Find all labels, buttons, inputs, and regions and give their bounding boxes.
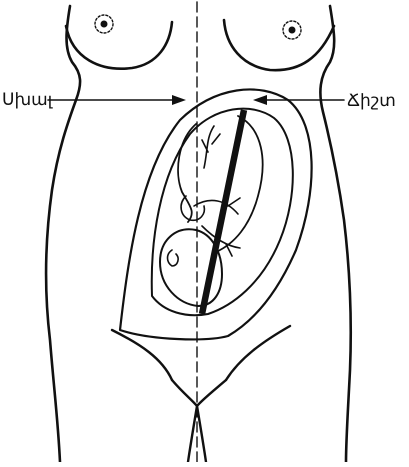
incorrect-label: Սխալ	[2, 91, 52, 108]
fetus-limb-middle	[194, 198, 240, 214]
pubic-contour	[172, 380, 226, 406]
right-pointer-arrowhead	[253, 95, 267, 105]
pelvic-fold-right	[226, 326, 290, 380]
left-pointer-arrowhead	[172, 95, 186, 105]
correct-label: Ճիշտ	[347, 92, 396, 109]
fetus-limb-upper	[202, 126, 220, 168]
fetus-ear	[168, 250, 179, 266]
right-breast	[224, 20, 334, 70]
fetus-arm	[181, 196, 204, 220]
left-breast	[66, 22, 172, 69]
right-nipple	[289, 27, 296, 34]
torso-left-outline	[46, 6, 80, 462]
left-nipple	[101, 21, 108, 28]
torso-right-outline	[320, 6, 350, 462]
